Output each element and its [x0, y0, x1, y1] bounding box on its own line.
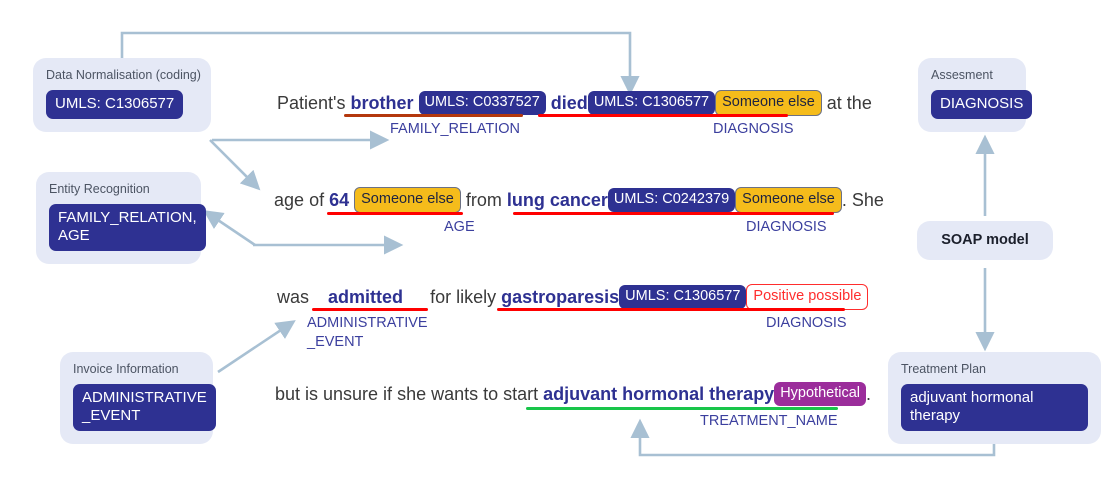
- soap-model-node[interactable]: SOAP model: [917, 221, 1053, 260]
- badge-hypothetical[interactable]: Hypothetical: [774, 382, 866, 407]
- caption-treatment-name: TREATMENT_NAME: [700, 413, 838, 429]
- panel-invoice-information[interactable]: Invoice Information ADMINISTRATIVE _EVEN…: [60, 352, 216, 444]
- panel-data-normalisation[interactable]: Data Normalisation (coding) UMLS: C13065…: [33, 58, 211, 132]
- token-period: .: [866, 384, 872, 404]
- underline-diagnosis-2: [513, 212, 834, 215]
- underline-family-relation: [344, 114, 523, 117]
- badge-someone-else-diagnosis[interactable]: Someone else: [735, 187, 842, 214]
- caption-age: AGE: [444, 219, 475, 235]
- underline-treatment-name: [526, 407, 838, 410]
- panel-chip-admin-event[interactable]: ADMINISTRATIVE _EVENT: [73, 384, 216, 431]
- panel-assessment[interactable]: Assesment DIAGNOSIS: [918, 58, 1033, 132]
- entity-lung-cancer[interactable]: lung cancer: [506, 190, 608, 210]
- panel-chip-umls[interactable]: UMLS: C1306577: [46, 90, 184, 119]
- token-she: . She: [841, 190, 884, 210]
- token-at-the: at the: [826, 93, 872, 113]
- panel-title: Invoice Information: [73, 362, 179, 376]
- token-was: was: [277, 287, 310, 307]
- badge-someone-else[interactable]: Someone else: [715, 90, 822, 117]
- caption-diagnosis-1: DIAGNOSIS: [713, 121, 794, 137]
- panel-chip-treatment[interactable]: adjuvant hormonal therapy: [901, 384, 1088, 431]
- link-family-relation-to-entity: [209, 139, 261, 191]
- badge-someone-else-age[interactable]: Someone else: [354, 187, 461, 214]
- entity-admitted[interactable]: admitted: [328, 287, 404, 307]
- entity-adjuvant-hormonal-therapy[interactable]: adjuvant hormonal therapy: [543, 384, 775, 404]
- text-line-4: but is unsure if she wants to start adju…: [275, 382, 871, 407]
- link-age-to-entity: [203, 210, 256, 247]
- token-patients: Patient's: [277, 93, 346, 113]
- panel-title: Data Normalisation (coding): [46, 68, 201, 82]
- panel-chip-entity-types[interactable]: FAMILY_RELATION, AGE: [49, 204, 206, 251]
- panel-title: Entity Recognition: [49, 182, 150, 196]
- token-from: from: [465, 190, 502, 210]
- badge-umls-c0242379[interactable]: UMLS: C0242379: [607, 188, 736, 213]
- caption-diagnosis-3: DIAGNOSIS: [766, 315, 847, 331]
- token-for-likely: for likely: [430, 287, 497, 307]
- panel-treatment-plan[interactable]: Treatment Plan adjuvant hormonal therapy: [888, 352, 1101, 444]
- underline-diagnosis-1: [538, 114, 788, 117]
- caption-family-relation: FAMILY_RELATION: [390, 121, 520, 137]
- badge-positive-possible[interactable]: Positive possible: [746, 284, 869, 311]
- entity-gastroparesis[interactable]: gastroparesis: [501, 287, 620, 307]
- link-invoice-to-admin-event: [217, 320, 296, 374]
- underline-age: [327, 212, 463, 215]
- badge-umls-c1306577[interactable]: UMLS: C1306577: [587, 91, 716, 116]
- token-age: age: [274, 190, 305, 210]
- caption-diagnosis-2: DIAGNOSIS: [746, 219, 827, 235]
- panel-title: Treatment Plan: [901, 362, 986, 376]
- underline-diagnosis-3: [497, 308, 845, 311]
- badge-umls-c0337527[interactable]: UMLS: C0337527: [418, 91, 546, 116]
- entity-64[interactable]: 64: [329, 190, 350, 210]
- panel-title: Assesment: [931, 68, 993, 82]
- panel-entity-recognition[interactable]: Entity Recognition FAMILY_RELATION, AGE: [36, 172, 206, 264]
- token-of: of: [309, 190, 325, 210]
- token-but-is-unsure: but is unsure if she wants to start: [275, 384, 539, 404]
- badge-umls-c1306577-gastro[interactable]: UMLS: C1306577: [619, 285, 747, 310]
- underline-admin-event: [312, 308, 428, 311]
- panel-chip-diagnosis[interactable]: DIAGNOSIS: [931, 90, 1033, 119]
- caption-admin-event: ADMINISTRATIVE _EVENT: [307, 315, 428, 350]
- entity-brother[interactable]: brother: [350, 93, 414, 113]
- entity-died[interactable]: died: [550, 93, 588, 113]
